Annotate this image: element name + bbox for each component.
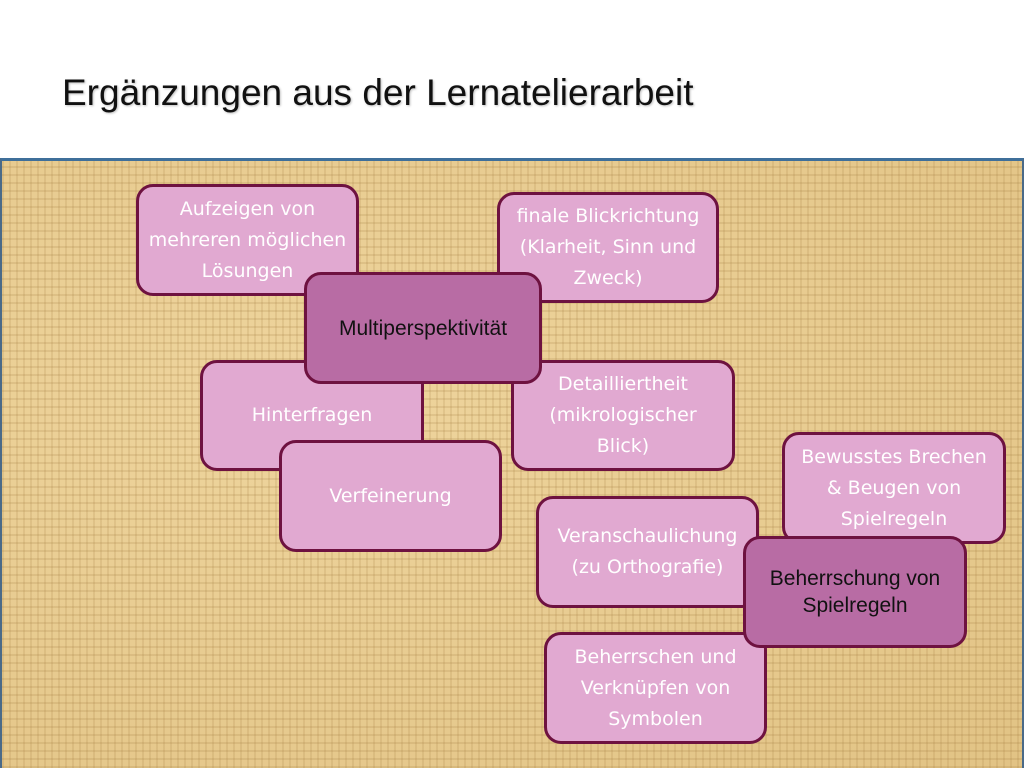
- node-detailliertheit-label: Detailliertheit (mikrologischer Blick): [549, 373, 697, 457]
- node-beherrschen-label: Beherrschen und Verknüpfen von Symbolen: [574, 645, 737, 730]
- node-bewusstes-label: Bewusstes Brechen & Beugen von Spielrege…: [801, 445, 987, 530]
- node-beherrschen-symbole: Beherrschen und Verknüpfen von Symbolen: [544, 632, 767, 744]
- node-hinterfragen-label: Hinterfragen: [251, 404, 373, 426]
- node-aufzeigen-label: Aufzeigen von mehreren möglichen Lösunge…: [148, 197, 347, 282]
- hub-multiperspektivitaet-label: Multiperspektivität: [338, 316, 508, 340]
- node-veranschaulichung: Veranschaulichung (zu Orthografie): [536, 496, 759, 608]
- node-veranschaulichung-label: Veranschaulichung (zu Orthografie): [557, 525, 738, 578]
- node-detailliertheit: Detailliertheit (mikrologischer Blick): [511, 360, 735, 471]
- hub-beherrschung-label: Beherrschung von Spielregeln: [769, 567, 941, 617]
- hub-beherrschung-spielregeln: Beherrschung von Spielregeln: [743, 536, 967, 648]
- node-finale-blickrichtung: finale Blickrichtung (Klarheit, Sinn und…: [497, 192, 719, 303]
- node-verfeinerung: Verfeinerung: [279, 440, 502, 552]
- node-verfeinerung-label: Verfeinerung: [329, 484, 452, 507]
- node-finale-label: finale Blickrichtung (Klarheit, Sinn und…: [516, 205, 700, 289]
- hub-multiperspektivitaet: Multiperspektivität: [304, 272, 542, 384]
- node-bewusstes-brechen: Bewusstes Brechen & Beugen von Spielrege…: [782, 432, 1006, 544]
- slide-title: Ergänzungen aus der Lernatelierarbeit: [62, 72, 694, 113]
